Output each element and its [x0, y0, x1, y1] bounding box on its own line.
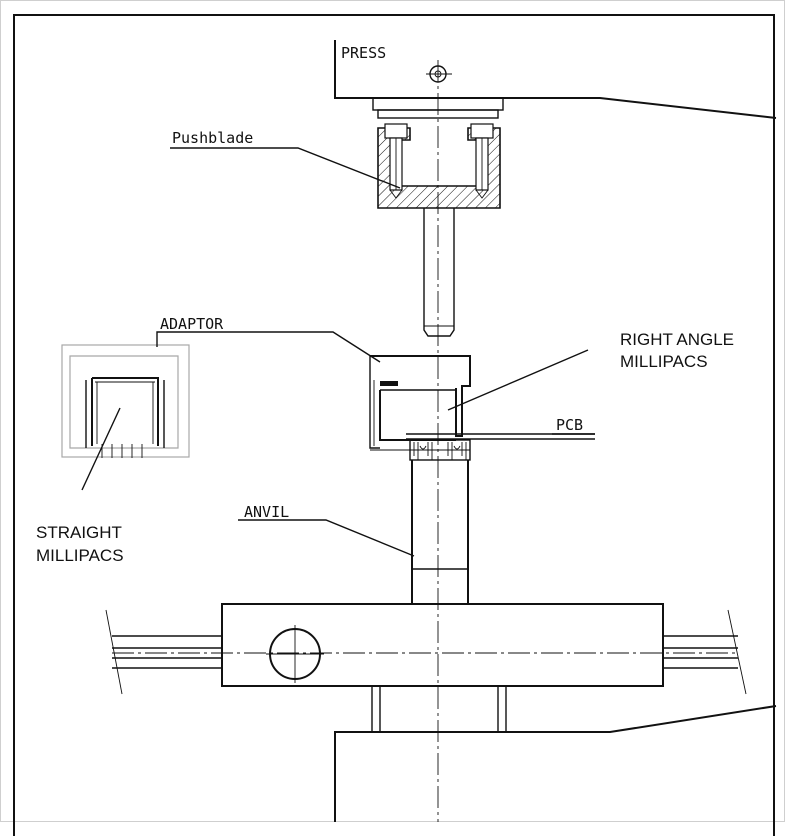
label-right-angle-line2: MILLIPACS [620, 352, 708, 371]
label-right-angle-line1: RIGHT ANGLE [620, 330, 734, 349]
inner-border [13, 14, 775, 836]
lower-support [334, 686, 777, 822]
label-straight-line2: MILLIPACS [36, 546, 124, 565]
pushblade-block [377, 123, 501, 209]
contact-pins [409, 439, 471, 461]
base-block [105, 603, 747, 695]
leader-lines [81, 147, 595, 557]
pcb-board [370, 433, 595, 451]
straight-millipacs-detail [61, 344, 190, 458]
label-adaptor: ADAPTOR [160, 315, 224, 333]
crosshair-symbol [426, 65, 452, 83]
label-press: PRESS [341, 44, 386, 62]
push-rod [423, 208, 455, 337]
press-body [334, 40, 777, 119]
label-pcb: PCB [556, 416, 583, 434]
label-anvil: ANVIL [244, 503, 289, 521]
label-straight-line1: STRAIGHT [36, 523, 122, 542]
anvil-column [411, 460, 469, 604]
label-pushblade: Pushblade [172, 129, 253, 147]
